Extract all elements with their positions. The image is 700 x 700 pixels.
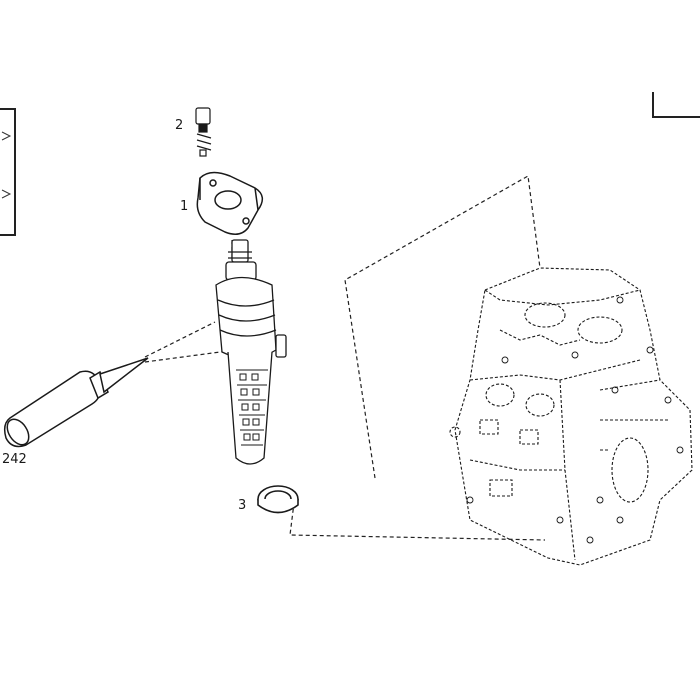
callout-1: 1 [180, 199, 189, 214]
frame-arrows [1, 131, 12, 199]
engine-bolt-holes [466, 296, 684, 544]
leader-lines [144, 175, 546, 541]
top-right-frame-fragment [652, 92, 700, 118]
engine-block [449, 267, 693, 566]
callout-2: 2 [175, 118, 184, 133]
sealing-ring [257, 485, 299, 514]
callout-3: 3 [238, 498, 247, 513]
flange-plate [196, 171, 264, 235]
injector-body [215, 239, 287, 465]
fitting-screw [195, 107, 212, 157]
left-frame-fragment [0, 108, 16, 236]
callout-242: 242 [2, 452, 27, 467]
sealant-tube [3, 357, 149, 448]
